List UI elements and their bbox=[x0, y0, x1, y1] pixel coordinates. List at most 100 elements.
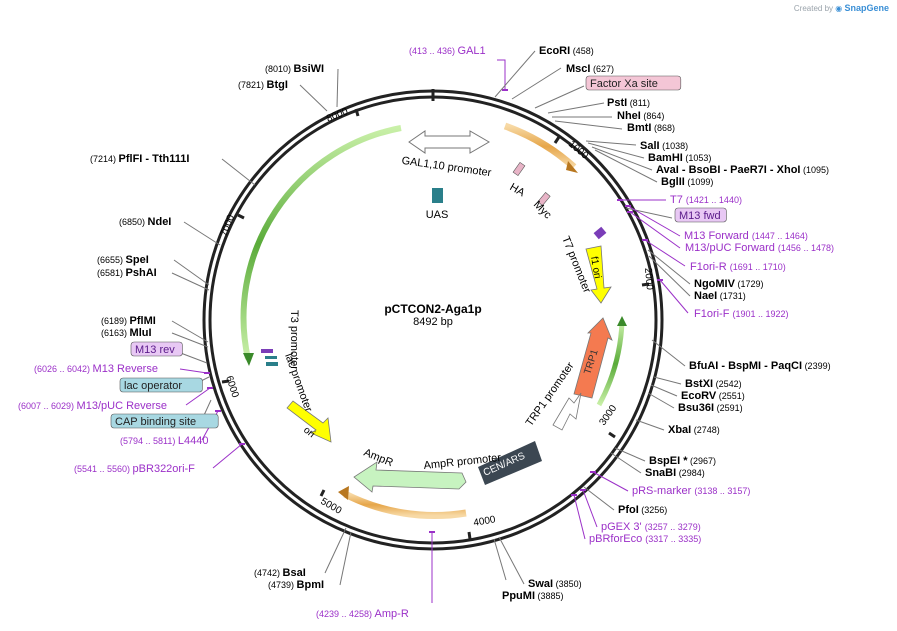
label-prsmarker[interactable]: pRS-marker (3138 .. 3157) bbox=[632, 485, 750, 497]
label-bspei[interactable]: BspEI * (2967) bbox=[649, 455, 716, 467]
name-btgi: (7821) BtgI bbox=[238, 79, 288, 91]
label-mlui[interactable]: (6163) MluI bbox=[101, 327, 152, 339]
site-name-bpmi: BpmI bbox=[297, 579, 325, 591]
label-m13reverse[interactable]: (6026 .. 6042) M13 Reverse bbox=[34, 363, 158, 375]
label-m13pucrev[interactable]: (6007 .. 6029) M13/pUC Reverse bbox=[18, 400, 167, 412]
pos-spei: (6655) bbox=[97, 255, 126, 265]
label-ampr-primer[interactable]: (4239 .. 4258) Amp-R bbox=[316, 608, 409, 620]
label-ecorv[interactable]: EcoRV (2551) bbox=[681, 390, 745, 402]
label-bsai[interactable]: (4742) BsaI bbox=[254, 567, 306, 579]
tick-8000 bbox=[354, 108, 360, 117]
name-pbrforeco: pBRforEco (3317 .. 3335) bbox=[589, 533, 701, 545]
label-bglii[interactable]: BglII (1099) bbox=[661, 176, 713, 188]
leader-bmti bbox=[554, 120, 623, 130]
leader-mlui bbox=[171, 332, 209, 348]
label-nhei[interactable]: NheI (864) bbox=[617, 110, 664, 122]
pos-bfuai: (2399) bbox=[802, 361, 831, 371]
lac-mark-1 bbox=[261, 349, 273, 353]
green-arc-right-head bbox=[617, 316, 627, 326]
label-pfoi[interactable]: PfoI (3256) bbox=[618, 504, 667, 516]
label-pflmi[interactable]: (6189) PflMI bbox=[101, 315, 156, 327]
pos-btgi: (7821) bbox=[238, 80, 267, 90]
label-f1orir[interactable]: F1ori-R (1691 .. 1710) bbox=[690, 261, 786, 273]
label-m13rev[interactable]: M13 rev bbox=[130, 341, 183, 357]
leader-prsmarker bbox=[592, 471, 629, 492]
label-bamhi[interactable]: BamHI (1053) bbox=[648, 152, 711, 164]
label-ppumi[interactable]: PpuMI (3885) bbox=[502, 590, 564, 602]
pos-bspei: (2967) bbox=[688, 456, 717, 466]
label-ngomiv[interactable]: NgoMIV (1729) bbox=[694, 278, 763, 290]
leader-spei bbox=[173, 259, 210, 286]
name-m13reverse: (6026 .. 6042) M13 Reverse bbox=[34, 363, 158, 375]
label-capbinding[interactable]: CAP binding site bbox=[110, 413, 219, 429]
label-psti[interactable]: PstI (811) bbox=[607, 97, 650, 109]
pos-pflfi: (7214) bbox=[90, 154, 119, 164]
label-swai[interactable]: SwaI (3850) bbox=[528, 578, 582, 590]
leader-bglii bbox=[594, 149, 658, 183]
label-sali[interactable]: SalI (1038) bbox=[640, 140, 688, 152]
tick-2000 bbox=[641, 282, 650, 287]
label-ndei[interactable]: (6850) NdeI bbox=[119, 216, 171, 228]
label-snabi[interactable]: SnaBI (2984) bbox=[645, 467, 705, 479]
pos-snabi: (2984) bbox=[676, 468, 705, 478]
t7-promoter-label: T7 promoter bbox=[559, 235, 593, 295]
label-ecori[interactable]: EcoRI (458) bbox=[539, 45, 594, 57]
primer-name-pgex3: pGEX 3' bbox=[601, 521, 645, 533]
label-bsiwi[interactable]: (8010) BsiWI bbox=[265, 63, 324, 75]
site-name-ecori: EcoRI bbox=[539, 45, 570, 57]
name-ngomiv: NgoMIV (1729) bbox=[694, 278, 763, 290]
orange-arc-bottom bbox=[343, 490, 467, 520]
label-msci[interactable]: MscI (627) bbox=[566, 63, 614, 75]
pos-bsai: (4742) bbox=[254, 568, 283, 578]
leader-pflfi bbox=[221, 158, 256, 186]
label-btgi[interactable]: (7821) BtgI bbox=[238, 79, 288, 91]
label-m13fwd[interactable]: M13 fwd bbox=[674, 207, 727, 223]
pos-ecori: (458) bbox=[570, 46, 594, 56]
leader-bamhi bbox=[587, 142, 645, 159]
label-bmti[interactable]: BmtI (868) bbox=[627, 122, 675, 134]
name-ampr-primer: (4239 .. 4258) Amp-R bbox=[316, 608, 409, 620]
name-avai: AvaI - BsoBI - PaeR7I - XhoI (1095) bbox=[656, 164, 829, 176]
pos-bglii: (1099) bbox=[685, 177, 714, 187]
label-factorxa[interactable]: Factor Xa site bbox=[585, 75, 682, 91]
label-pbrforeco[interactable]: pBRforEco (3317 .. 3335) bbox=[589, 533, 701, 545]
label-xbai[interactable]: XbaI (2748) bbox=[668, 424, 720, 436]
label-bfuai[interactable]: BfuAI - BspMI - PaqCI (2399) bbox=[689, 360, 831, 372]
label-pbr322orif[interactable]: (5541 .. 5560) pBR322ori-F bbox=[74, 463, 195, 475]
range-pbrforeco: (3317 .. 3335) bbox=[645, 534, 701, 544]
label-lacoperator[interactable]: lac operator bbox=[119, 377, 203, 393]
myc-tag-mark bbox=[537, 192, 551, 206]
label-l4440[interactable]: (5794 .. 5811) L4440 bbox=[120, 435, 208, 447]
label-pgex3[interactable]: pGEX 3' (3257 .. 3279) bbox=[601, 521, 701, 533]
label-f1orif[interactable]: F1ori-F (1901 .. 1922) bbox=[694, 308, 789, 320]
trp1-promoter-label: TRP1 promoter bbox=[524, 360, 577, 429]
site-name-bsai: BsaI bbox=[283, 567, 306, 579]
label-t7[interactable]: T7 (1421 .. 1440) bbox=[670, 194, 742, 206]
leader-sali bbox=[585, 140, 637, 146]
pos-xbai: (2748) bbox=[691, 425, 720, 435]
pos-nhei: (864) bbox=[641, 111, 665, 121]
label-gal1-primer[interactable]: (413 .. 436) GAL1 bbox=[409, 45, 486, 57]
name-m13puc: M13/pUC Forward (1456 .. 1478) bbox=[685, 242, 834, 254]
name-prsmarker: pRS-marker (3138 .. 3157) bbox=[632, 485, 750, 497]
green-arc-left bbox=[240, 125, 402, 360]
label-m13forward[interactable]: M13 Forward (1447 .. 1464) bbox=[684, 230, 808, 242]
box-capbinding bbox=[110, 413, 219, 429]
label-m13puc[interactable]: M13/pUC Forward (1456 .. 1478) bbox=[685, 242, 834, 254]
label-bsu36i[interactable]: Bsu36I (2591) bbox=[678, 402, 743, 414]
site-name-bsiwi: BsiWI bbox=[294, 63, 325, 75]
t7-promoter-mark bbox=[593, 226, 607, 240]
label-pshai[interactable]: (6581) PshAI bbox=[97, 267, 157, 279]
name-spei: (6655) SpeI bbox=[97, 254, 149, 266]
label-bpmi[interactable]: (4739) BpmI bbox=[268, 579, 324, 591]
label-avai[interactable]: AvaI - BsoBI - PaeR7I - XhoI (1095) bbox=[656, 164, 829, 176]
tick-label-3000: 3000 bbox=[597, 403, 619, 428]
label-naei[interactable]: NaeI (1731) bbox=[694, 290, 746, 302]
label-pflfi[interactable]: (7214) PflFI - Tth111I bbox=[90, 153, 189, 165]
label-spei[interactable]: (6655) SpeI bbox=[97, 254, 149, 266]
label-bstxi[interactable]: BstXI (2542) bbox=[685, 378, 742, 390]
primer-name-m13reverse: M13 Reverse bbox=[93, 363, 158, 375]
range-f1orif: (1901 .. 1922) bbox=[733, 309, 789, 319]
site-name-bfuai: BfuAI bbox=[689, 360, 718, 372]
pos-pfoi: (3256) bbox=[639, 505, 668, 515]
